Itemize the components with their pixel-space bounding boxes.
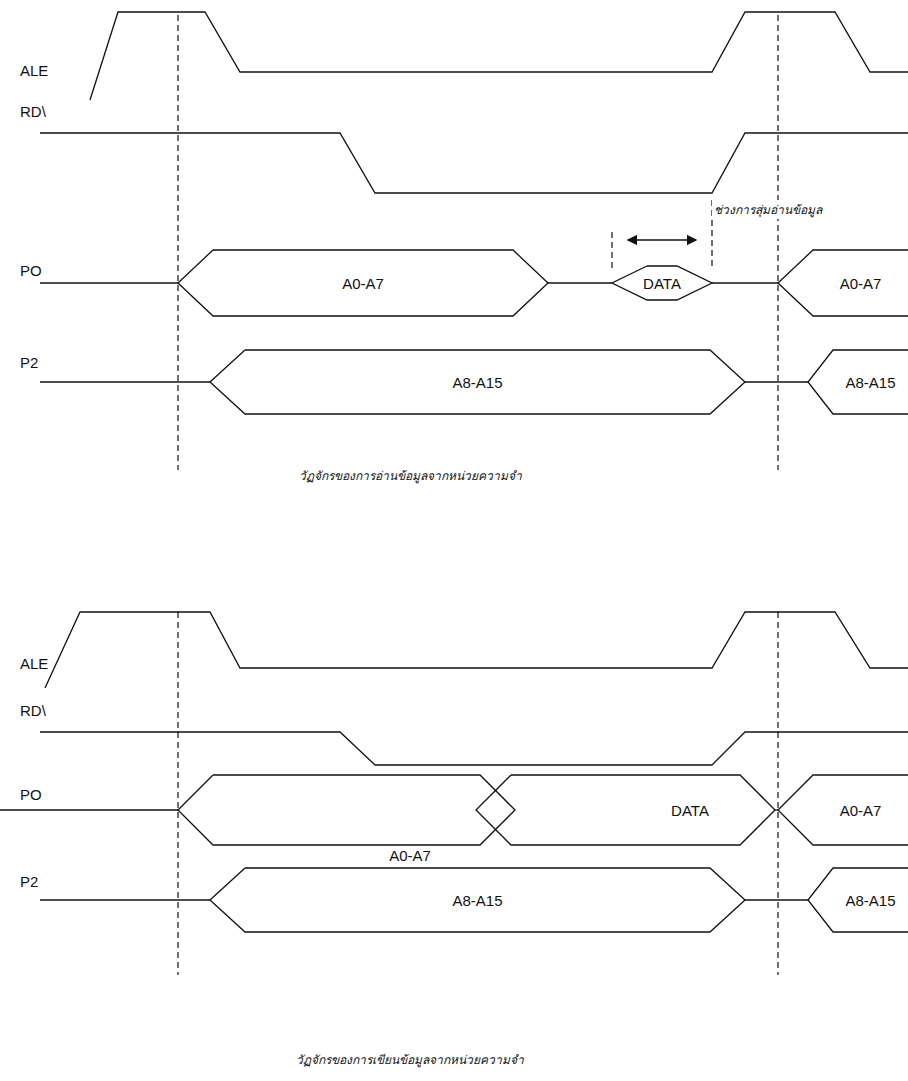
bus-idle-line bbox=[0, 809, 178, 810]
bus-idle-line bbox=[712, 282, 778, 283]
bus-value-hexagon: A8-A15 bbox=[210, 350, 745, 414]
ale-signal bbox=[90, 12, 908, 100]
bus-value-label: A0-A7 bbox=[387, 847, 433, 864]
hexagon-outline bbox=[476, 775, 775, 845]
caption: วัฏจักรของการอ่านข้อมูลจากหน่วยความจำ bbox=[297, 466, 524, 485]
signal-name: RD\ bbox=[20, 103, 46, 120]
bus-value-hexagon: A8-A15 bbox=[808, 350, 908, 414]
bus-value-hexagon: A8-A15 bbox=[808, 868, 908, 932]
sample-window-arrow bbox=[628, 239, 696, 240]
caption: วัฏจักรของการเขียนข้อมูลจากหน่วยความจำ bbox=[294, 1050, 526, 1069]
bus-value-hexagon: DATA bbox=[612, 266, 712, 300]
bus-value-label: DATA bbox=[641, 275, 683, 292]
bus-value-hexagon: A8-A15 bbox=[210, 868, 745, 932]
bus-value-hexagon: A0-A7 bbox=[178, 250, 548, 316]
bus-idle-line bbox=[40, 381, 210, 382]
bus-value-label: DATA bbox=[669, 802, 711, 819]
bus-idle-line bbox=[40, 282, 178, 283]
hexagon-outline bbox=[178, 775, 515, 845]
signal-name: ALE bbox=[20, 655, 48, 672]
bus-value-hexagon: A0-A7 bbox=[778, 775, 908, 845]
signal-name: PO bbox=[20, 786, 42, 803]
signal-name: P2 bbox=[20, 873, 38, 890]
bus-value-label: A8-A15 bbox=[450, 374, 504, 391]
timing-marker bbox=[777, 612, 778, 975]
signal-name: ALE bbox=[20, 62, 48, 79]
bus-value-label: A0-A7 bbox=[838, 275, 884, 292]
bus-value-label: A8-A15 bbox=[450, 892, 504, 909]
bus-value-label: A0-A7 bbox=[838, 802, 884, 819]
bus-value-hexagon: A0-A7 bbox=[178, 775, 515, 845]
timing-marker bbox=[177, 612, 178, 975]
bus-idle-line bbox=[548, 282, 612, 283]
signal-name: P2 bbox=[20, 354, 38, 371]
bus-value-label: A8-A15 bbox=[843, 892, 897, 909]
bus-value-label: A0-A7 bbox=[340, 275, 386, 292]
bus-idle-line bbox=[745, 899, 808, 900]
timing-marker bbox=[177, 15, 178, 470]
annotation: ช่วงการสุ่มอ่านข้อมูล bbox=[712, 200, 824, 219]
bus-idle-line bbox=[745, 381, 808, 382]
bus-idle-line bbox=[40, 899, 210, 900]
timing-marker bbox=[777, 15, 778, 470]
rd-signal bbox=[40, 133, 908, 193]
bus-value-hexagon: DATA bbox=[476, 775, 775, 845]
sample-marker bbox=[611, 232, 612, 268]
bus-value-label: A8-A15 bbox=[843, 374, 897, 391]
signal-name: PO bbox=[20, 262, 42, 279]
bus-value-hexagon: A0-A7 bbox=[778, 250, 908, 316]
signal-name: RD\ bbox=[20, 702, 46, 719]
